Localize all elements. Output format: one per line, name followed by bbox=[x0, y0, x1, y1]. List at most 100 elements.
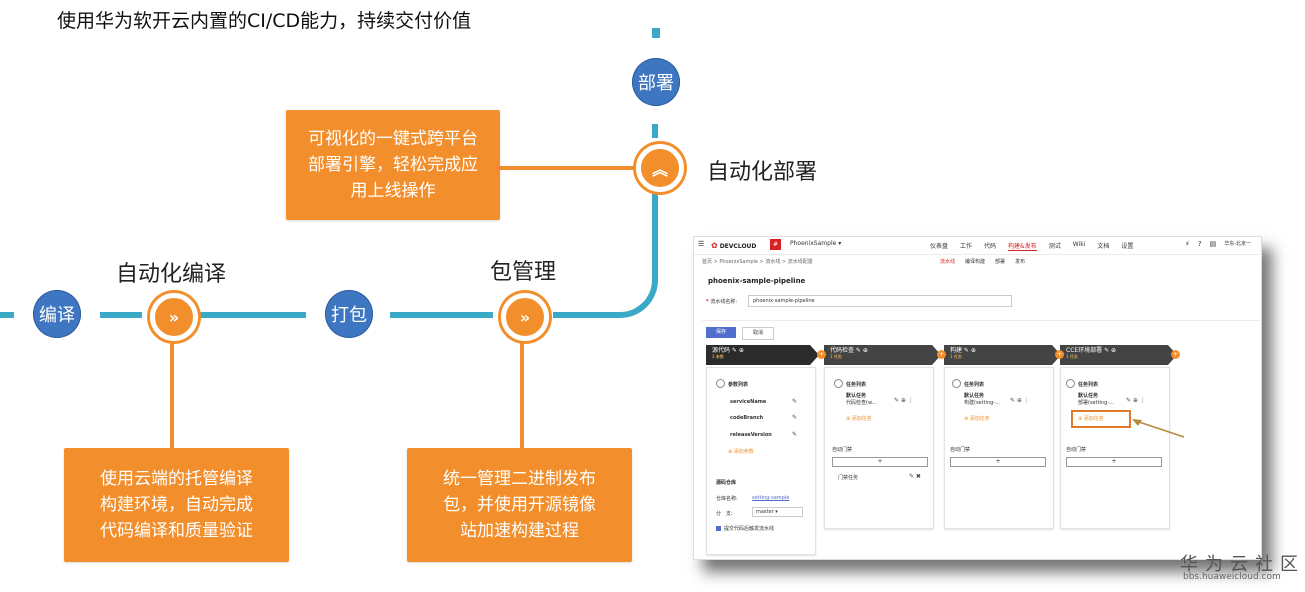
task-card[interactable]: 默认任务代码检查(w... bbox=[846, 393, 877, 406]
menu-item[interactable]: Wiki bbox=[1072, 241, 1086, 248]
stage-header-build[interactable]: 构建 ✎ ⊕1 任务 bbox=[944, 345, 1052, 365]
trigger-label: 提交代码后触发流水线 bbox=[724, 526, 775, 532]
project-icon: # bbox=[770, 239, 781, 250]
stage-header-check[interactable]: 代码检查 ✎ ⊕1 任务 bbox=[824, 345, 932, 365]
track-segment bbox=[0, 312, 14, 318]
param-item: releaseVersion bbox=[730, 432, 772, 438]
cancel-button[interactable]: 取消 bbox=[742, 327, 774, 340]
stage-column-source bbox=[706, 367, 816, 555]
save-button[interactable]: 保存 bbox=[706, 327, 736, 338]
doc-icon[interactable]: ▤ bbox=[1209, 240, 1217, 248]
fast-forward-icon: » bbox=[168, 307, 180, 327]
add-stage-button[interactable]: + bbox=[937, 350, 946, 359]
track-corner bbox=[612, 248, 658, 318]
project-selector[interactable]: PhoenixSample ▾ bbox=[790, 240, 842, 247]
edit-icon[interactable]: ✎ bbox=[792, 414, 798, 421]
menu-item[interactable]: 设置 bbox=[1121, 243, 1134, 250]
repo-link[interactable]: setting-sample bbox=[752, 495, 790, 501]
track-segment bbox=[553, 312, 615, 318]
menu-item[interactable]: 工作 bbox=[960, 243, 973, 250]
menu-item[interactable]: 代码 bbox=[984, 243, 997, 250]
pipeline-name-label: * 流水线名称: bbox=[706, 299, 738, 305]
add-gate-button[interactable]: + bbox=[832, 457, 928, 467]
track-segment bbox=[652, 124, 658, 138]
track-segment bbox=[100, 312, 142, 318]
add-gate-button[interactable]: + bbox=[950, 457, 1046, 467]
notification-icon[interactable]: ⚡ bbox=[1184, 240, 1190, 248]
station-deploy: 部署 bbox=[632, 58, 680, 106]
pkg-mgmt-node: » bbox=[501, 293, 549, 341]
top-bar: ☰ ✿DEVCLOUD # PhoenixSample ▾ 仪表盘 工作 代码 … bbox=[694, 237, 1261, 255]
task-actions[interactable]: ✎ ⊕ ⋮ bbox=[894, 397, 914, 404]
menu-icon[interactable]: ☰ bbox=[698, 240, 705, 248]
add-stage-button[interactable]: + bbox=[817, 350, 826, 359]
task-actions[interactable]: ✎ ⊕ ⋮ bbox=[1126, 397, 1146, 404]
task-card[interactable]: 默认任务构建(setting-... bbox=[964, 393, 1000, 406]
subnav-item[interactable]: 部署 bbox=[995, 259, 1006, 265]
stage-header-deploy[interactable]: CCE环境部署 ✎ ⊕1 任务 bbox=[1060, 345, 1168, 365]
stage-arrow bbox=[932, 345, 941, 365]
station-package: 打包 bbox=[325, 290, 373, 338]
repo-label: 仓库名称: bbox=[716, 496, 738, 502]
gate-task: 门禁任务 bbox=[838, 475, 859, 481]
connector-line bbox=[170, 336, 174, 448]
add-task-button[interactable]: ⊕ 添加任务 bbox=[846, 416, 872, 422]
auto-gate-label: 自动门禁 bbox=[950, 447, 971, 453]
fast-forward-icon: » bbox=[519, 307, 531, 327]
task-actions[interactable]: ✎ ⊕ ⋮ bbox=[1010, 397, 1030, 404]
add-stage-button[interactable]: + bbox=[1055, 350, 1064, 359]
param-list-title: 参数列表 bbox=[728, 382, 749, 388]
watermark-url: bbs.huaweicloud.com bbox=[1183, 572, 1281, 582]
task-circle bbox=[834, 379, 843, 388]
add-task-button[interactable]: ⊕ 添加任务 bbox=[1078, 416, 1104, 422]
divider bbox=[702, 320, 1261, 321]
task-card[interactable]: 默认任务部署(setting-... bbox=[1078, 393, 1114, 406]
menu-item[interactable]: 仪表盘 bbox=[930, 243, 949, 250]
menu-item[interactable]: 测试 bbox=[1048, 243, 1061, 250]
watermark-cn: 华为云社区 bbox=[1180, 554, 1305, 575]
connector-line bbox=[498, 166, 638, 170]
param-item: serviceName bbox=[730, 399, 767, 405]
connector-line bbox=[520, 336, 524, 448]
subnav-item-active[interactable]: 流水线 bbox=[940, 259, 956, 265]
deploy-desc-box: 可视化的一键式跨平台 部署引擎，轻松完成应 用上线操作 bbox=[286, 110, 500, 220]
auto-build-node: » bbox=[150, 293, 198, 341]
auto-gate-label: 自动门禁 bbox=[1066, 447, 1087, 453]
param-item: codeBranch bbox=[730, 415, 764, 421]
track-segment bbox=[200, 312, 306, 318]
region-selector[interactable]: 华东-北京一 bbox=[1224, 241, 1251, 247]
toolbar: ⚡ ? ▤ 华东-北京一 bbox=[1185, 240, 1251, 248]
subnav-item[interactable]: 编译构建 bbox=[965, 259, 986, 265]
subnav-item[interactable]: 发布 bbox=[1015, 259, 1026, 265]
gate-actions[interactable]: ✎ ✖ bbox=[909, 473, 921, 480]
add-task-button[interactable]: ⊕ 添加任务 bbox=[964, 416, 990, 422]
add-gate-button[interactable]: + bbox=[1066, 457, 1162, 467]
stage-header-source[interactable]: 源代码 ✎ ⊕3 参数 bbox=[706, 345, 810, 365]
auto-deploy-node: ︽ bbox=[636, 144, 684, 192]
pipeline-name-heading: phoenix-sample-pipeline bbox=[708, 277, 806, 285]
menu-item-active[interactable]: 构建&发布 bbox=[1008, 243, 1037, 251]
label-auto-deploy: 自动化部署 bbox=[707, 160, 818, 185]
label-auto-build: 自动化编译 bbox=[116, 262, 227, 287]
param-circle bbox=[716, 379, 725, 388]
highlight-box bbox=[1071, 410, 1131, 428]
trigger-checkbox[interactable] bbox=[716, 526, 721, 531]
build-desc-box: 使用云端的托管编译 构建环境，自动完成 代码编译和质量验证 bbox=[64, 448, 289, 562]
branch-label: 分 支: bbox=[716, 511, 733, 517]
add-param-button[interactable]: ⊕ 添加参数 bbox=[728, 449, 754, 455]
help-icon[interactable]: ? bbox=[1197, 240, 1202, 248]
add-stage-button[interactable]: + bbox=[1171, 350, 1180, 359]
track-segment bbox=[652, 185, 658, 255]
page-title: 使用华为软开云内置的CI/CD能力，持续交付价值 bbox=[57, 10, 472, 32]
station-compile: 编译 bbox=[33, 290, 81, 338]
devcloud-screenshot: ☰ ✿DEVCLOUD # PhoenixSample ▾ 仪表盘 工作 代码 … bbox=[693, 236, 1262, 560]
brand-logo: ✿DEVCLOUD bbox=[711, 241, 757, 250]
menu-item[interactable]: 文档 bbox=[1097, 243, 1110, 250]
branch-select[interactable]: master ▾ bbox=[752, 507, 803, 517]
edit-icon[interactable]: ✎ bbox=[792, 431, 798, 438]
edit-icon[interactable]: ✎ bbox=[792, 398, 798, 405]
main-menu: 仪表盘 工作 代码 构建&发布 测试 Wiki 文档 设置 bbox=[930, 241, 1133, 251]
pipeline-name-input[interactable]: phoenix-sample-pipeline bbox=[748, 295, 1012, 307]
stage-column-deploy bbox=[1060, 367, 1170, 529]
annotation-arrow bbox=[1132, 419, 1185, 438]
